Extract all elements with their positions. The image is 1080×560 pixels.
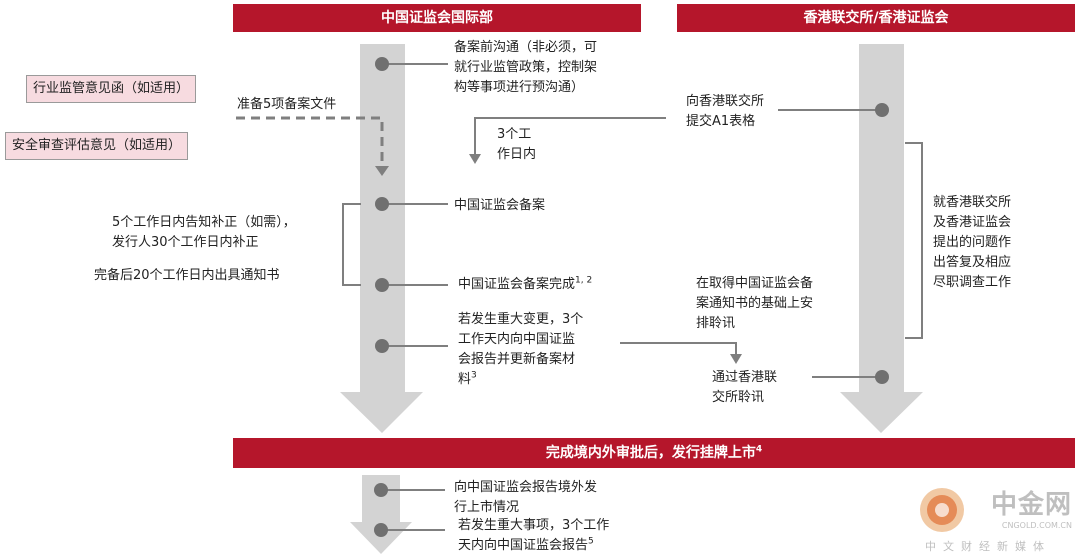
filing-complete-footnote: 1, 2 <box>575 275 593 286</box>
major-change-text: 若发生重大变更，3个 工作天内向中国证监 会报告并更新备案材 料3 <box>458 312 584 387</box>
pre-communication-text: 备案前沟通（非必须，可 就行业监管政策，控制架 构等事项进行预沟通） <box>454 40 598 95</box>
change-to-hearing-arrowhead <box>730 354 742 364</box>
major-change-footnote: 3 <box>471 370 477 381</box>
approval-footnote: 4 <box>755 444 763 455</box>
issue-notice-text: 完备后20个工作日内出具通知书 <box>94 268 280 283</box>
hkex-header: 香港联交所/香港证监会 <box>677 4 1075 32</box>
csrc-bracket <box>342 203 361 286</box>
post-listing-arrow <box>350 475 412 554</box>
dot-report-overseas <box>374 483 388 497</box>
csrc-flow-arrow <box>340 44 423 433</box>
prepare-docs-label: 准备5项备案文件 <box>237 97 337 112</box>
hearing-arrangement-text: 在取得中国证监会备 案通知书的基础上安 排聆讯 <box>696 276 814 331</box>
dot-major-event <box>374 523 388 537</box>
major-event-footnote: 5 <box>588 536 594 547</box>
approval-banner: 完成境内外审批后，发行挂牌上市4 <box>233 438 1075 468</box>
a1-to-csrc-arrowhead <box>469 154 481 164</box>
logo-url: CNGOLD.COM.CN <box>1001 521 1072 530</box>
dot-major-change <box>375 339 389 353</box>
hkex-flow-arrow <box>840 44 923 433</box>
respond-questions-text: 就香港联交所 及香港证监会 提出的问题作 出答复及相应 尽职调查工作 <box>933 195 1012 290</box>
approval-text: 完成境内外审批后，发行挂牌上市 <box>545 445 756 461</box>
csrc-header: 中国证监会国际部 <box>233 4 641 32</box>
dot-pre-communication <box>375 57 389 71</box>
hkex-bracket <box>905 142 923 339</box>
major-event-text: 若发生重大事项，3个工作 天内向中国证监会报告5 <box>458 518 610 553</box>
filing-complete-label: 中国证监会备案完成1, 2 <box>458 275 593 292</box>
dot-filing-complete <box>375 278 389 292</box>
change-to-hearing-line <box>620 342 737 356</box>
a1-to-csrc-line <box>474 117 666 156</box>
security-review-box: 安全审查评估意见（如适用） <box>5 132 189 160</box>
logo-name: 中金网 <box>990 490 1072 520</box>
csrc-filing-label: 中国证监会备案 <box>454 198 546 213</box>
dot-submit-a1 <box>875 103 889 117</box>
logo-tagline: 中文财经新媒体 <box>925 540 1051 553</box>
report-overseas-text: 向中国证监会报告境外发 行上市情况 <box>454 480 598 515</box>
dot-csrc-filing <box>375 197 389 211</box>
submit-a1-text: 向香港联交所 提交A1表格 <box>686 94 765 129</box>
dot-pass-hearing <box>875 370 889 384</box>
notify-correction-text: 5个工作日内告知补正（如需）， 发行人30个工作日内补正 <box>112 215 296 250</box>
cngold-logo-icon <box>920 488 964 532</box>
docs-dashed-line <box>236 116 384 168</box>
pass-hearing-text: 通过香港联 交所聆讯 <box>712 370 778 405</box>
cngold-watermark: 中金网 CNGOLD.COM.CN <box>966 484 1072 530</box>
regulator-opinion-box: 行业监管意见函（如适用） <box>26 75 197 103</box>
docs-dashed-arrowhead <box>375 166 389 176</box>
three-days-text: 3个工 作日内 <box>497 127 537 162</box>
